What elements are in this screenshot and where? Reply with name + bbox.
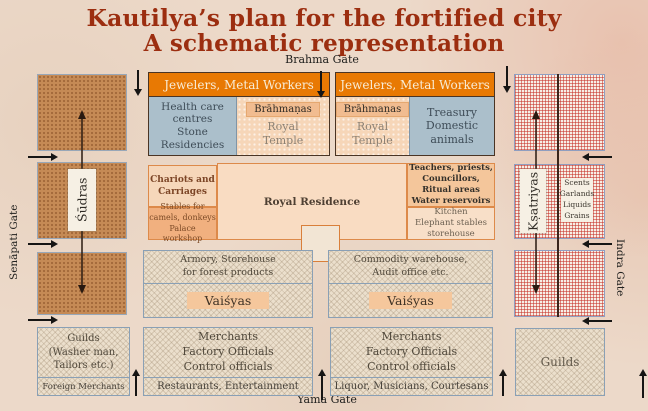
jewelers-header-west: Jewelers, Metal Workers	[149, 73, 329, 97]
restaurants-label: Restaurants, Entertainment	[144, 377, 312, 395]
kshatriyas-block-south	[514, 250, 605, 317]
gate-label-yama: Yama Gate	[297, 393, 357, 406]
street-line-east	[557, 74, 559, 317]
royal-temple-label-east: Royal Temple	[352, 120, 393, 148]
vaisyas-label-east: Vaiśyas	[369, 292, 452, 309]
gate-label-indra: Indra Gate	[614, 239, 626, 297]
gate-label-brahma: Brahma Gate	[285, 53, 359, 66]
merchants-east-block: Merchants Factory Officials Control offi…	[330, 327, 493, 396]
arrow-right-icon	[28, 314, 58, 326]
vaisyas-label-west: Vaiśyas	[186, 292, 270, 309]
merchants-west-label: Merchants Factory Officials Control offi…	[182, 330, 274, 373]
guilds-west-label: Guilds (Washer man, Tailors etc.)	[48, 333, 119, 372]
arrow-up-icon	[497, 369, 509, 396]
arrow-left-icon	[582, 151, 612, 163]
arrow-up-icon	[130, 369, 142, 396]
temple-cell-east: Brāhmaṇas Royal Temple	[335, 97, 410, 155]
arrow-down-icon	[501, 66, 513, 93]
brahmanas-label-east: Brāhmaṇas	[335, 102, 410, 117]
chariots-box: Chariots and Carriages	[148, 165, 217, 207]
arrow-down-icon	[132, 70, 144, 96]
arrow-right-icon	[28, 238, 58, 250]
kshatriyas-label: Kṣatriyas	[520, 169, 546, 233]
north-west-block: Jewelers, Metal Workers Health care cent…	[148, 72, 330, 156]
treasury-cell: Treasury Domestic animals	[409, 97, 494, 155]
guilds-east-label: Guilds	[540, 354, 580, 369]
vaisyas-west-block: Armory, Storehouse for forest products V…	[143, 250, 313, 318]
kitchen-box: Kitchen Elephant stables storehouse	[407, 207, 495, 240]
arrow-down-icon	[315, 71, 327, 98]
guilds-west-block: Guilds (Washer man, Tailors etc.) Foreig…	[37, 327, 130, 396]
teachers-box: Teachers, priests, Councillors, Ritual a…	[407, 163, 495, 207]
kshatriyas-shops-list: Scents Garlands Liquids Grains	[560, 178, 594, 222]
jewelers-header-east: Jewelers, Metal Workers	[336, 73, 494, 97]
vaisyas-east-block: Commodity warehouse, Audit office etc. V…	[328, 250, 493, 318]
commodity-label: Commodity warehouse, Audit office etc.	[353, 254, 468, 278]
stables-box: Stables for camels, donkeys Palace works…	[148, 201, 217, 244]
north-east-block: Jewelers, Metal Workers Brāhmaṇas Royal …	[335, 72, 495, 156]
arrow-up-icon	[316, 369, 328, 400]
arrow-left-icon	[582, 315, 612, 327]
arrow-left-icon	[582, 238, 612, 250]
page-title: Kautilya’s plan for the fortified city	[86, 4, 562, 32]
health-care-cell: Health care centres Stone Residencies	[149, 97, 236, 155]
arrow-right-icon	[28, 151, 58, 163]
merchants-west-block: Merchants Factory Officials Control offi…	[143, 327, 313, 396]
temple-cell-west: Brāhmaṇas Royal Temple	[236, 97, 329, 155]
gate-label-senapati: Senāpati Gate	[8, 204, 20, 280]
sudras-label: Śūdras	[68, 169, 96, 231]
liquor-label: Liquor, Musicians, Courtesans	[331, 377, 492, 395]
guilds-east-block: Guilds	[515, 328, 605, 396]
armory-label: Armory, Storehouse for forest products	[180, 254, 276, 278]
arrow-up-icon	[637, 369, 648, 398]
page-subtitle: A schematic representation	[143, 30, 505, 57]
sudras-block-south	[37, 252, 127, 315]
royal-temple-label-west: Royal Temple	[262, 120, 304, 148]
foreign-merchants-label: Foreign Merchants	[38, 377, 129, 395]
kshatriyas-block-north	[514, 74, 605, 151]
brahmanas-label-west: Brāhmaṇas	[246, 102, 320, 117]
merchants-east-label: Merchants Factory Officials Control offi…	[365, 330, 458, 373]
